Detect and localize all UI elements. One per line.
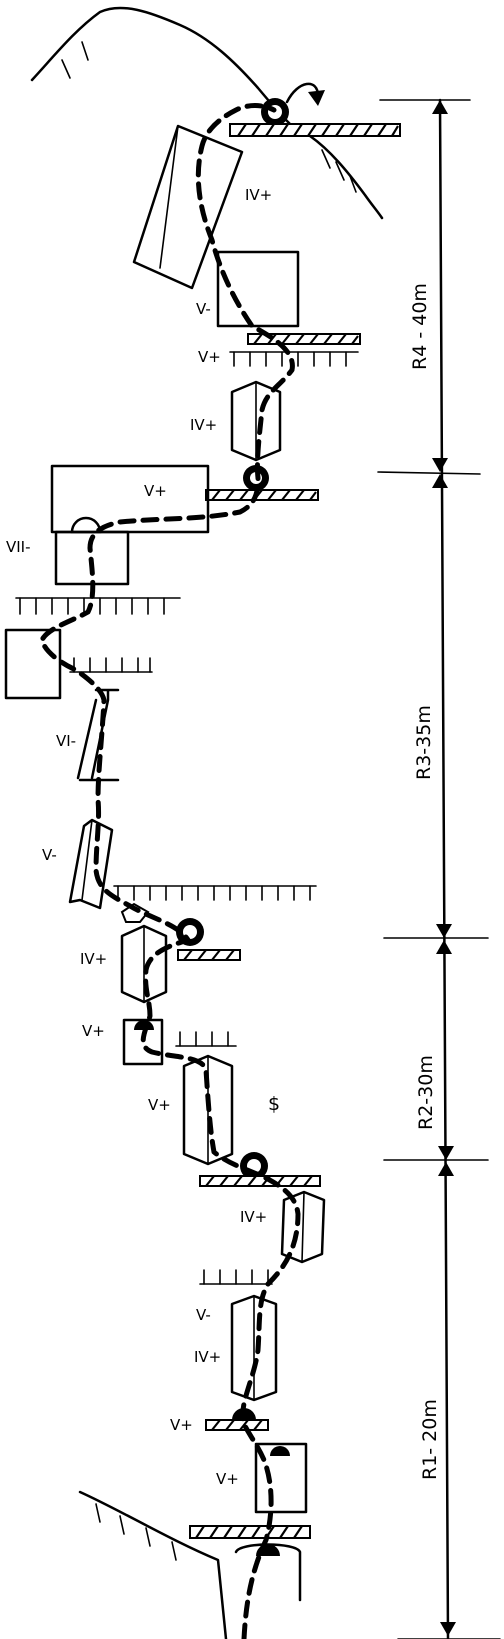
start-ledge bbox=[189, 1525, 311, 1539]
route-line bbox=[39, 103, 301, 1639]
ledge-ticks-r3-mid bbox=[69, 657, 153, 673]
grade-v-minus-top: V- bbox=[196, 300, 211, 318]
roof-anchor bbox=[70, 516, 102, 534]
grade-iv-plus-r2-top: IV+ bbox=[80, 950, 107, 968]
belay-ledge-r4-mid bbox=[247, 333, 361, 345]
pitch-label-r1: R1- 20m bbox=[419, 1399, 441, 1480]
pitch-label-r2: R2-30m bbox=[415, 1055, 437, 1130]
top-belay-ledge bbox=[229, 123, 401, 137]
corner-r3-low bbox=[68, 818, 114, 910]
bolt-symbol: $ bbox=[268, 1093, 280, 1115]
ledge-ticks-r2 bbox=[175, 1031, 237, 1047]
ledge-ticks-r3-low bbox=[113, 885, 317, 901]
crack-vi-minus bbox=[76, 688, 120, 782]
pitch-scale bbox=[377, 98, 501, 1639]
grade-v-minus-r3: V- bbox=[42, 846, 57, 864]
pitch-label-r4: R4 - 40m bbox=[409, 283, 431, 370]
left-block bbox=[4, 628, 62, 700]
grade-vi-minus: VI- bbox=[56, 732, 76, 750]
roof-block bbox=[50, 464, 210, 534]
square-block-r1 bbox=[254, 1442, 308, 1514]
grade-iv-plus-top: IV+ bbox=[245, 186, 272, 204]
ledge-ticks-r4 bbox=[229, 351, 359, 367]
start-gully bbox=[234, 1543, 302, 1602]
ledge-ticks-r1 bbox=[199, 1269, 273, 1285]
base-slope bbox=[78, 1490, 228, 1639]
summit-ridge bbox=[30, 6, 292, 126]
belay-ledge-r1-mid bbox=[205, 1419, 269, 1431]
grade-v-plus-r4-ledge: V+ bbox=[198, 348, 221, 366]
belay-ledge-r3-top bbox=[205, 489, 319, 501]
summit-slope-right bbox=[308, 134, 384, 220]
pitch-label-r3: R3-35m bbox=[413, 705, 435, 780]
grade-vii-minus: VII- bbox=[6, 538, 31, 556]
grade-iv-plus-r1-mid: IV+ bbox=[194, 1348, 221, 1366]
grade-v-plus-r2-dihedral: V+ bbox=[148, 1096, 171, 1114]
summit-slope-hatching bbox=[61, 41, 357, 193]
grade-v-plus-r2-block: V+ bbox=[82, 1022, 105, 1040]
belay-ledge-r1-top bbox=[199, 1175, 321, 1187]
grade-v-plus-r1-low: V+ bbox=[216, 1470, 239, 1488]
small-block-r2 bbox=[122, 1018, 164, 1066]
grade-iv-plus-r1-top: IV+ bbox=[240, 1208, 267, 1226]
ledge-ticks-vii bbox=[15, 597, 181, 615]
grade-v-minus-r1: V- bbox=[196, 1306, 211, 1324]
base-slope-hatching bbox=[95, 1503, 177, 1561]
grade-v-plus-r1-ledge: V+ bbox=[170, 1416, 193, 1434]
grade-iv-plus-r4-low: IV+ bbox=[190, 416, 217, 434]
exit-arrow-head bbox=[308, 90, 325, 106]
grade-v-plus-roof: V+ bbox=[144, 482, 167, 500]
square-block-top bbox=[216, 250, 300, 328]
leaning-pillar bbox=[132, 124, 244, 290]
belay-ledge-r2-top bbox=[177, 949, 241, 961]
